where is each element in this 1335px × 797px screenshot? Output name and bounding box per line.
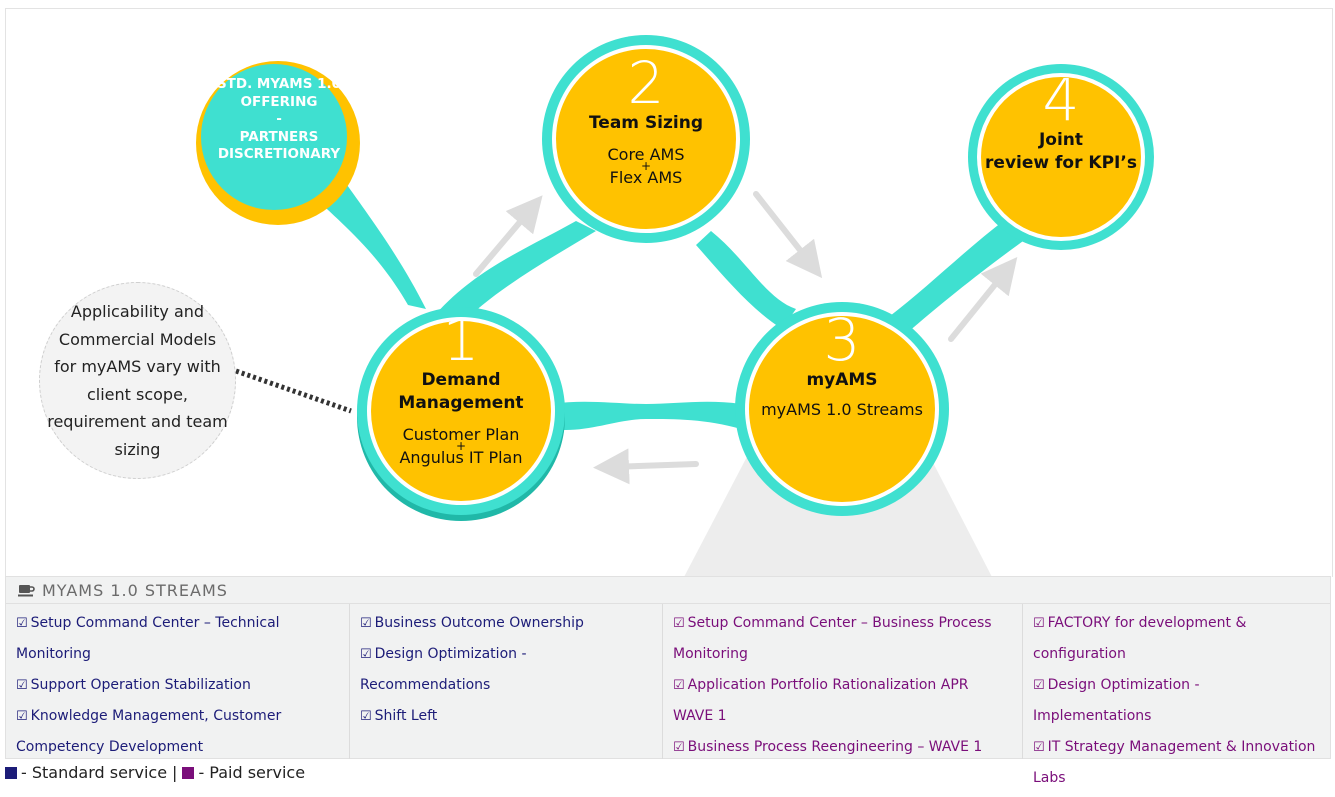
node-2-label: 2 Team Sizing Core AMS + Flex AMS (566, 49, 726, 187)
stream-item: ☑Setup Command Center – Technical Monito… (16, 615, 280, 662)
node-1-number: 1 (442, 306, 480, 374)
arrow-1-to-2 (473, 195, 543, 277)
teal-connectors (306, 169, 1026, 431)
arrow-2-to-3 (753, 191, 823, 279)
coffee-cup-icon (18, 585, 35, 597)
stream-item: ☑Shift Left (360, 708, 438, 724)
legend-separator: | (172, 763, 178, 782)
stream-item: ☑IT Strategy Management & Innovation Lab… (1033, 739, 1316, 786)
streams-column-2: ☑Business Outcome Ownership ☑Design Opti… (350, 604, 663, 759)
legend-paid-label: - Paid service (198, 763, 306, 782)
node-3-label: 3 myAMS myAMS 1.0 Streams (752, 306, 932, 419)
checkbox-checked-icon: ☑ (1033, 616, 1045, 631)
checkbox-checked-icon: ☑ (360, 709, 372, 724)
node-1-label: 1 Demand Management Customer Plan + Angu… (381, 306, 541, 467)
node-3-number: 3 (823, 306, 861, 374)
std-offering-label: STD. MYAMS 1.0 OFFERING - PARTNERS DISCR… (216, 76, 342, 162)
streams-columns: ☑Setup Command Center – Technical Monito… (6, 604, 1330, 786)
stream-item: ☑FACTORY for development & configuration (1033, 615, 1247, 662)
streams-column-1: ☑Setup Command Center – Technical Monito… (6, 604, 350, 759)
note-dotted-line (235, 368, 352, 414)
stream-item: ☑Design Optimization - Implementations (1033, 677, 1200, 724)
node-2-number: 2 (627, 49, 665, 117)
node-1-circle (371, 321, 551, 501)
legend-standard-label: - Standard service (21, 763, 168, 782)
arrow-3-to-4 (948, 257, 1018, 342)
checkbox-checked-icon: ☑ (1033, 740, 1045, 755)
stream-item: ☑Application Portfolio Rationalization A… (673, 677, 969, 724)
checkbox-checked-icon: ☑ (673, 616, 685, 631)
connector-1-to-2 (436, 221, 596, 327)
node-4-title-line1: Joint (1038, 130, 1084, 150)
checkbox-checked-icon: ☑ (16, 678, 28, 693)
connector-3-to-4 (886, 219, 1026, 334)
stream-item: ☑Business Outcome Ownership (360, 615, 584, 631)
checkbox-checked-icon: ☑ (16, 709, 28, 724)
legend: - Standard service | - Paid service (5, 763, 305, 782)
node-4-circle (981, 77, 1141, 237)
streams-column-4: ☑FACTORY for development & configuration… (1023, 604, 1330, 786)
node-3-title: myAMS (806, 370, 878, 390)
node-3-circle (749, 316, 935, 502)
stream-item: ☑Business Process Reengineering – WAVE 1 (673, 739, 983, 755)
node-2-circle (556, 49, 736, 229)
node-4-number: 4 (1042, 66, 1080, 134)
node-1-title-line2: Management (398, 393, 524, 413)
node-1-sub-line1: Customer Plan (402, 425, 520, 444)
node-2-sub-line1: Core AMS (607, 145, 685, 164)
paid-swatch (182, 766, 195, 779)
streams-column-3: ☑Setup Command Center – Business Process… (663, 604, 1023, 759)
stream-item: ☑Design Optimization - Recommendations (360, 646, 527, 693)
stream-item: ☑Setup Command Center – Business Process… (673, 615, 992, 662)
node-2-sub-line2: Flex AMS (609, 168, 683, 187)
flow-arrows (473, 191, 1018, 485)
node-4-title-line2: review for KPI’s (985, 153, 1137, 173)
node-2-title: Team Sizing (588, 113, 704, 133)
offering-circle (201, 64, 347, 210)
checkbox-checked-icon: ☑ (360, 647, 372, 662)
node-4-label: 4 Joint review for KPI’s (976, 71, 1146, 175)
streams-panel: MYAMS 1.0 STREAMS ☑Setup Command Center … (5, 576, 1331, 786)
node-3-sub-line1: myAMS 1.0 Streams (761, 400, 923, 419)
applicability-note-text: Applicability and Commercial Models for … (47, 302, 228, 459)
diagram-svg (196, 35, 1154, 577)
node-1-sub-line2: Angulus IT Plan (399, 448, 523, 467)
arrow-3-to-1 (593, 448, 699, 485)
stream-item: ☑Support Operation Stabilization (16, 677, 251, 693)
applicability-note: Applicability and Commercial Models for … (39, 282, 236, 479)
node-1-title-line1: Demand (421, 370, 501, 390)
checkbox-checked-icon: ☑ (1033, 678, 1045, 693)
streams-header: MYAMS 1.0 STREAMS (6, 577, 1330, 604)
stream-item: ☑Knowledge Management, Customer Competen… (16, 708, 282, 755)
checkbox-checked-icon: ☑ (673, 740, 685, 755)
connector-2-to-3 (696, 231, 796, 329)
connector-1-to-3-bottom (551, 401, 741, 431)
process-diagram: STD. MYAMS 1.0 OFFERING - PARTNERS DISCR… (5, 8, 1333, 577)
connector-offering-to-1 (306, 169, 426, 309)
standard-swatch (5, 766, 17, 779)
checkbox-checked-icon: ☑ (360, 616, 372, 631)
streams-title: MYAMS 1.0 STREAMS (42, 580, 228, 600)
checkbox-checked-icon: ☑ (16, 616, 28, 631)
checkbox-checked-icon: ☑ (673, 678, 685, 693)
